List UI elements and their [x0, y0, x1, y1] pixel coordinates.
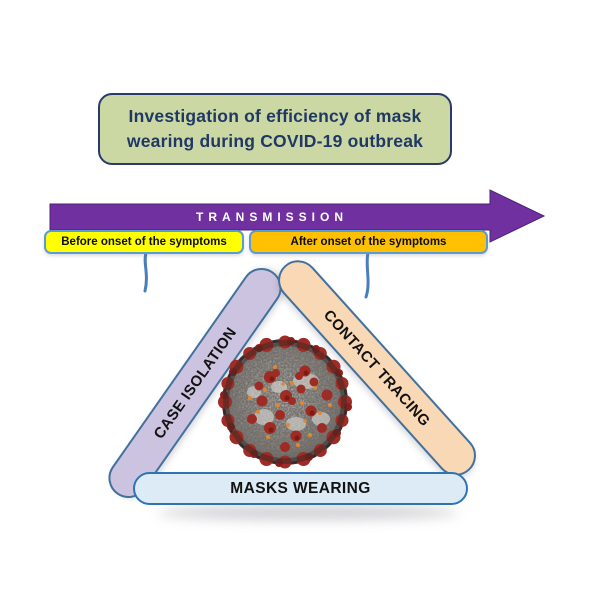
- diagram-title: Investigation of efficiency of mask wear…: [98, 93, 452, 165]
- phase-label-after-onset: After onset of the symptoms: [249, 230, 488, 254]
- triangle-shadow: [158, 505, 458, 520]
- virus-spikes-rim: [218, 335, 352, 469]
- virus-spikes-face: [247, 365, 333, 452]
- brace-tail-right: [364, 251, 370, 299]
- arrow-label: TRANSMISSION: [196, 210, 348, 224]
- virus-orange-dots: [248, 365, 332, 447]
- brace-tail-left: [143, 251, 148, 293]
- coronavirus-image: [218, 335, 352, 469]
- bar-masks-wearing-label: MASKS WEARING: [230, 479, 371, 497]
- phase-label-before-onset: Before onset of the symptoms: [44, 230, 244, 254]
- bar-masks-wearing: MASKS WEARING: [133, 472, 468, 505]
